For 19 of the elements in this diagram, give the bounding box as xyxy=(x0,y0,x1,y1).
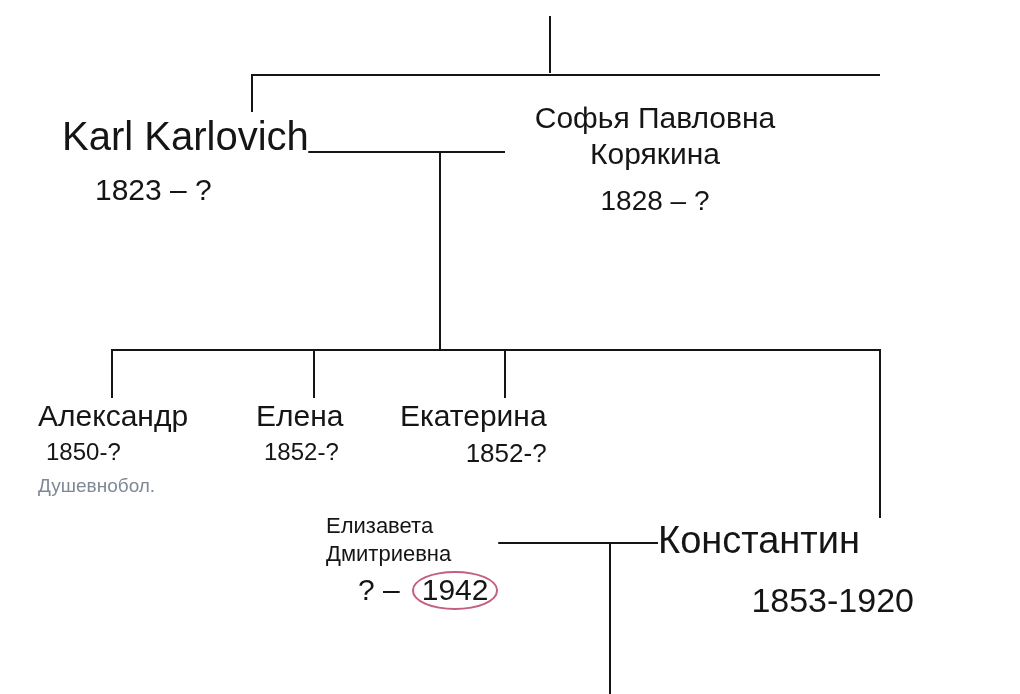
life-dates: 1852-? xyxy=(465,438,547,470)
person-name: Константин xyxy=(658,518,860,563)
life-dates: 1850-? xyxy=(46,438,121,467)
person-name: Karl Karlovich xyxy=(62,113,309,160)
circled-year: 1942 xyxy=(411,571,499,610)
connector-line xyxy=(439,151,881,519)
person-name: Александр xyxy=(38,398,189,434)
life-dates: 1823 – ? xyxy=(95,172,212,208)
life-dates: 1853-1920 xyxy=(751,579,914,621)
life-dates: ? – xyxy=(358,572,400,609)
person-name: Екатерина xyxy=(400,398,547,434)
note-text: Душевнобол. xyxy=(38,474,156,498)
connector-line xyxy=(251,15,881,113)
life-dates: 1828 – ? xyxy=(600,184,710,218)
connector-line xyxy=(609,542,659,694)
life-dates: 1852-? xyxy=(264,438,339,467)
person-name: Елена xyxy=(256,398,344,434)
person-name: Елизавета Дмитриевна xyxy=(326,512,453,567)
person-name: Софья Павловна Корякина xyxy=(533,100,777,172)
